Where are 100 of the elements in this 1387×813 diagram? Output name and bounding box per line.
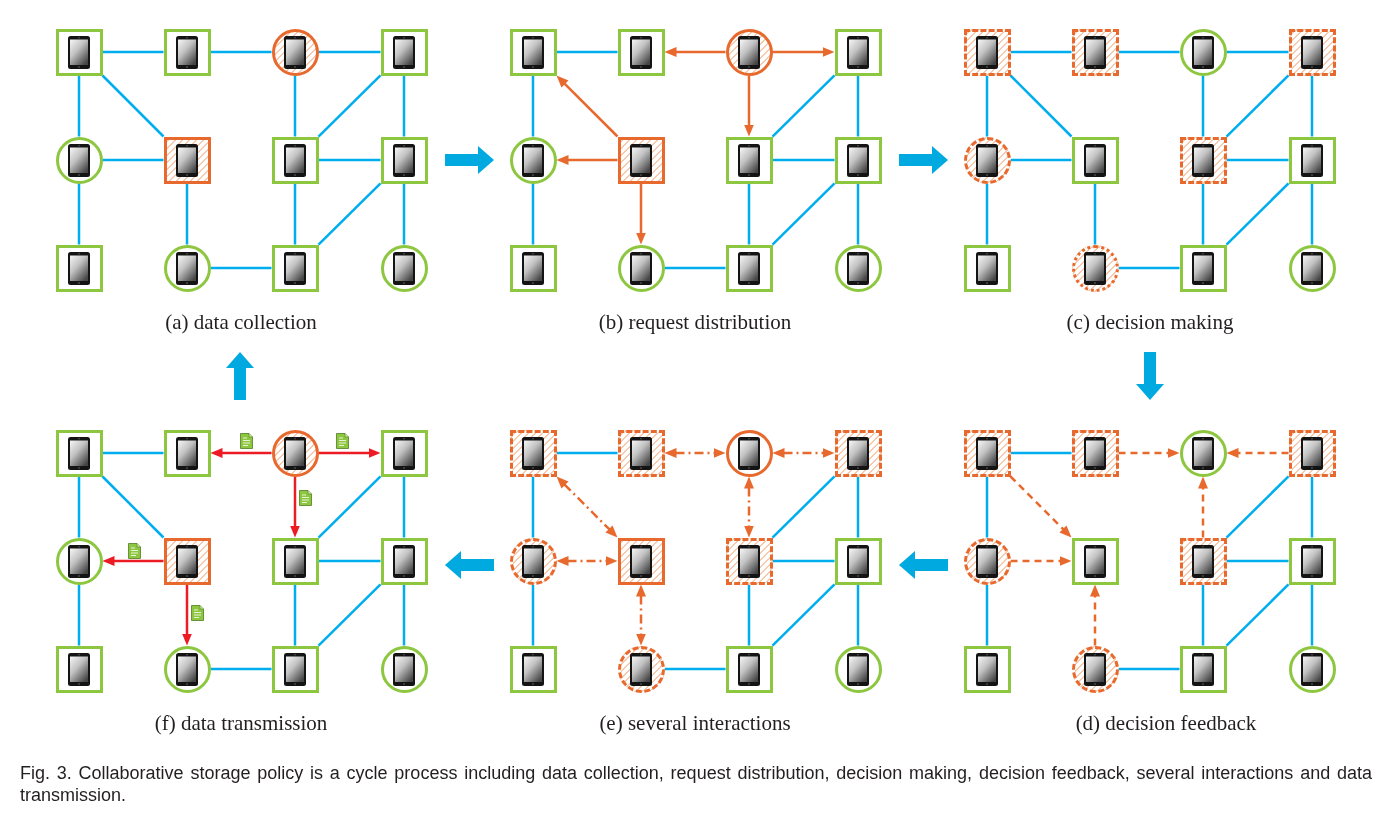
connection-line xyxy=(77,584,81,646)
connection-line xyxy=(1310,183,1314,245)
connection-line xyxy=(293,183,297,245)
device-square-node xyxy=(834,429,882,477)
device-square-node xyxy=(963,244,1011,292)
device-square-node xyxy=(1288,136,1336,184)
arrow xyxy=(744,75,754,137)
device-square-node xyxy=(1071,429,1119,477)
connection-line xyxy=(1010,158,1072,162)
device-square-node xyxy=(271,244,319,292)
arrow xyxy=(636,183,646,245)
connection-line xyxy=(185,183,189,245)
double-arrow xyxy=(772,448,835,458)
block-arrow xyxy=(899,551,948,579)
connection-line xyxy=(747,183,751,245)
connection-line xyxy=(77,183,81,245)
connection-line xyxy=(856,584,860,646)
connection-line xyxy=(77,476,81,538)
connection-line xyxy=(747,584,751,646)
device-square-node xyxy=(55,645,103,693)
block-arrow xyxy=(1136,352,1164,400)
connection-line xyxy=(101,74,165,138)
device-square-node xyxy=(1179,244,1227,292)
arrow xyxy=(1118,448,1180,458)
device-square-node xyxy=(380,429,428,477)
connection-line xyxy=(664,266,726,270)
device-square-node xyxy=(55,244,103,292)
connection-line xyxy=(1010,451,1072,455)
connection-line xyxy=(402,75,406,137)
device-square-node xyxy=(1071,537,1119,585)
device-square-node xyxy=(617,28,665,76)
connection-line xyxy=(1225,475,1290,539)
device-square-node xyxy=(1179,136,1227,184)
connection-line xyxy=(771,475,836,539)
double-arrow xyxy=(664,448,726,458)
connection-line xyxy=(210,667,272,671)
double-arrow xyxy=(744,476,754,538)
figure-caption: Fig. 3. Collaborative storage policy is a cycle process including data collection, request distribution, decision making, decision feedback, several interactions and data transmission. xyxy=(20,762,1372,806)
panel-caption: (c) decision making xyxy=(1066,310,1234,334)
connection-line xyxy=(402,584,406,646)
arrow xyxy=(1009,475,1072,538)
connection-line xyxy=(985,584,989,646)
connection-line xyxy=(317,74,382,138)
connection-line xyxy=(985,183,989,245)
connection-line xyxy=(556,50,618,54)
connection-line xyxy=(1310,75,1314,137)
connection-line xyxy=(1118,50,1180,54)
arrow xyxy=(1010,556,1072,566)
connection-line xyxy=(1225,583,1290,647)
arrow xyxy=(1090,584,1100,646)
device-square-node xyxy=(617,429,665,477)
connection-line xyxy=(101,475,165,539)
connection-line xyxy=(1093,183,1097,245)
device-square-node xyxy=(834,537,882,585)
connection-line xyxy=(664,667,726,671)
connection-line xyxy=(1310,584,1314,646)
device-square-node xyxy=(380,28,428,76)
device-square-node xyxy=(725,645,773,693)
device-square-node xyxy=(725,136,773,184)
connection-line xyxy=(1226,158,1289,162)
connection-line xyxy=(856,75,860,137)
connection-line xyxy=(531,75,535,137)
connection-line xyxy=(1201,584,1205,646)
connection-line xyxy=(102,50,164,54)
connection-line xyxy=(771,74,836,138)
connection-line xyxy=(77,75,81,137)
connection-line xyxy=(318,559,381,563)
arrow xyxy=(210,448,272,458)
block-arrow xyxy=(445,146,494,174)
panel-caption: (f) data transmission xyxy=(154,711,328,735)
connection-line xyxy=(772,158,835,162)
device-square-node xyxy=(271,537,319,585)
arrow xyxy=(556,75,619,138)
connection-line xyxy=(317,583,382,647)
arrow xyxy=(290,476,300,538)
device-square-node xyxy=(1179,537,1227,585)
device-square-node xyxy=(963,429,1011,477)
connection-line xyxy=(856,183,860,245)
device-square-node xyxy=(963,28,1011,76)
connection-line xyxy=(1225,74,1290,138)
device-square-node xyxy=(380,136,428,184)
connection-line xyxy=(856,476,860,538)
panel-caption: (a) data collection xyxy=(165,310,317,334)
device-square-node xyxy=(509,28,557,76)
connection-line xyxy=(402,183,406,245)
device-square-node xyxy=(617,136,665,184)
panel-caption: (d) decision feedback xyxy=(1075,711,1257,735)
connection-line xyxy=(1118,667,1180,671)
double-arrow xyxy=(556,476,618,538)
arrow xyxy=(664,47,726,57)
connection-line xyxy=(1010,50,1072,54)
connection-line xyxy=(531,183,535,245)
panel-caption: (e) several interactions xyxy=(599,711,791,735)
connection-line xyxy=(102,158,164,162)
device-square-node xyxy=(163,136,211,184)
arrow xyxy=(1198,476,1208,538)
double-arrow xyxy=(636,584,646,646)
device-square-node xyxy=(834,136,882,184)
arrow xyxy=(772,47,835,57)
arrow xyxy=(318,448,381,458)
